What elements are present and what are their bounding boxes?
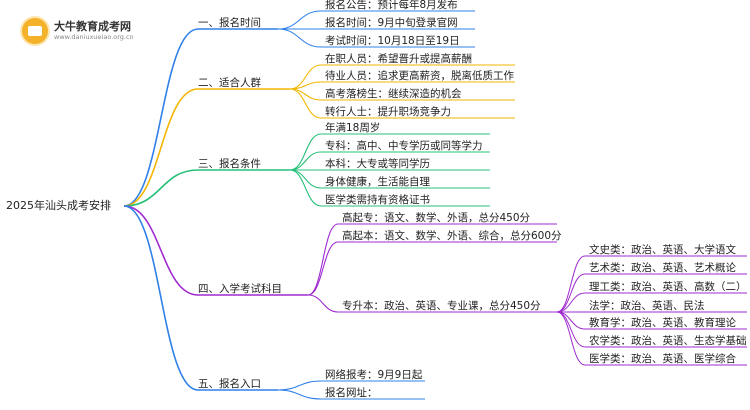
branch-label: 一、报名时间: [198, 17, 261, 29]
leaf-label: 年满18周岁: [325, 122, 381, 134]
connector-line: [289, 169, 322, 207]
leaf-label: 高考落榜生：继续深造的机会: [325, 88, 462, 100]
leaf-label: 专升本：政治、英语、专业课，总分450分: [342, 300, 541, 312]
sub-leaf-label: 法学：政治、英语、民法: [589, 300, 705, 312]
connector-line: [556, 292, 586, 313]
sub-leaf-label: 教育学：政治、英语、教育理论: [589, 317, 736, 329]
leaf-label: 考试时间：10月18日至19日: [325, 35, 460, 47]
branch-label: 四、入学考试科目: [198, 283, 282, 295]
leaf-label: 高起专：语文、数学、外语，总分450分: [342, 212, 531, 224]
sub-leaf-label: 理工类：政治、英语、高数（二）: [589, 281, 747, 293]
branch-label: 三、报名条件: [198, 158, 261, 170]
leaf-label: 身体健康，生活能自理: [325, 176, 430, 188]
connector-line: [556, 311, 586, 348]
connector-line: [123, 88, 199, 207]
connector-line: [277, 28, 322, 48]
connector-line: [123, 28, 199, 207]
sub-leaf-label: 农学类：政治、英语、生态学基础: [589, 335, 747, 347]
connector-line: [289, 169, 322, 189]
leaf-label: 专科：高中、中专学历或同等学力: [325, 140, 483, 152]
sub-leaf-label: 艺术类：政治、英语、艺术概论: [589, 262, 736, 274]
sub-leaf-label: 文史类：政治、英语、大学语文: [589, 244, 736, 256]
logo-title: 大牛教育成考网: [54, 20, 131, 33]
leaf-label: 报名时间：9月中旬登录官网: [325, 17, 458, 29]
leaf-label: 网络报考：9月9日起: [325, 369, 423, 381]
leaf-label: 本科：大专或等同学历: [325, 158, 430, 170]
leaf-label: 在职人员：希望晋升或提高薪酬: [325, 53, 472, 65]
leaf-label: 转行人士：提升职场竞争力: [325, 106, 451, 118]
connector-line: [556, 273, 586, 313]
branch-label: 二、适合人群: [198, 77, 261, 89]
connector-line: [123, 169, 199, 207]
root-node: 2025年汕头成考安排: [6, 199, 111, 212]
leaf-label: 待业人员：追求更高薪资，脱离低质工作: [325, 70, 514, 82]
connector-line: [289, 151, 322, 171]
logo-book-icon: [22, 18, 48, 44]
connector-line: [556, 311, 586, 366]
leaf-label: 报名公告：预计每年8月发布: [325, 0, 458, 11]
connector-line: [123, 205, 199, 391]
connector-line: [289, 88, 322, 101]
connector-line: [307, 223, 339, 296]
connector-line: [556, 255, 586, 313]
leaf-label: 医学类需持有资格证书: [325, 194, 430, 206]
connector-line: [277, 389, 322, 400]
sub-leaf-label: 医学类：政治、英语、医学综合: [589, 353, 736, 365]
connector-line: [277, 10, 322, 30]
site-logo: 大牛教育成考网 www.daniuxueiao.org.cn: [6, 14, 146, 46]
connector-line: [277, 380, 322, 391]
connector-line: [307, 241, 339, 296]
leaf-label: 报名网址：: [325, 387, 378, 399]
connector-line: [289, 133, 322, 171]
connector-line: [123, 205, 199, 296]
logo-url: www.daniuxueiao.org.cn: [54, 33, 134, 41]
connector-line: [289, 88, 322, 119]
leaf-label: 高起本：语文、数学、外语、综合，总分600分: [342, 230, 562, 242]
connector-line: [307, 294, 339, 313]
branch-label: 五、报名入口: [198, 378, 261, 390]
